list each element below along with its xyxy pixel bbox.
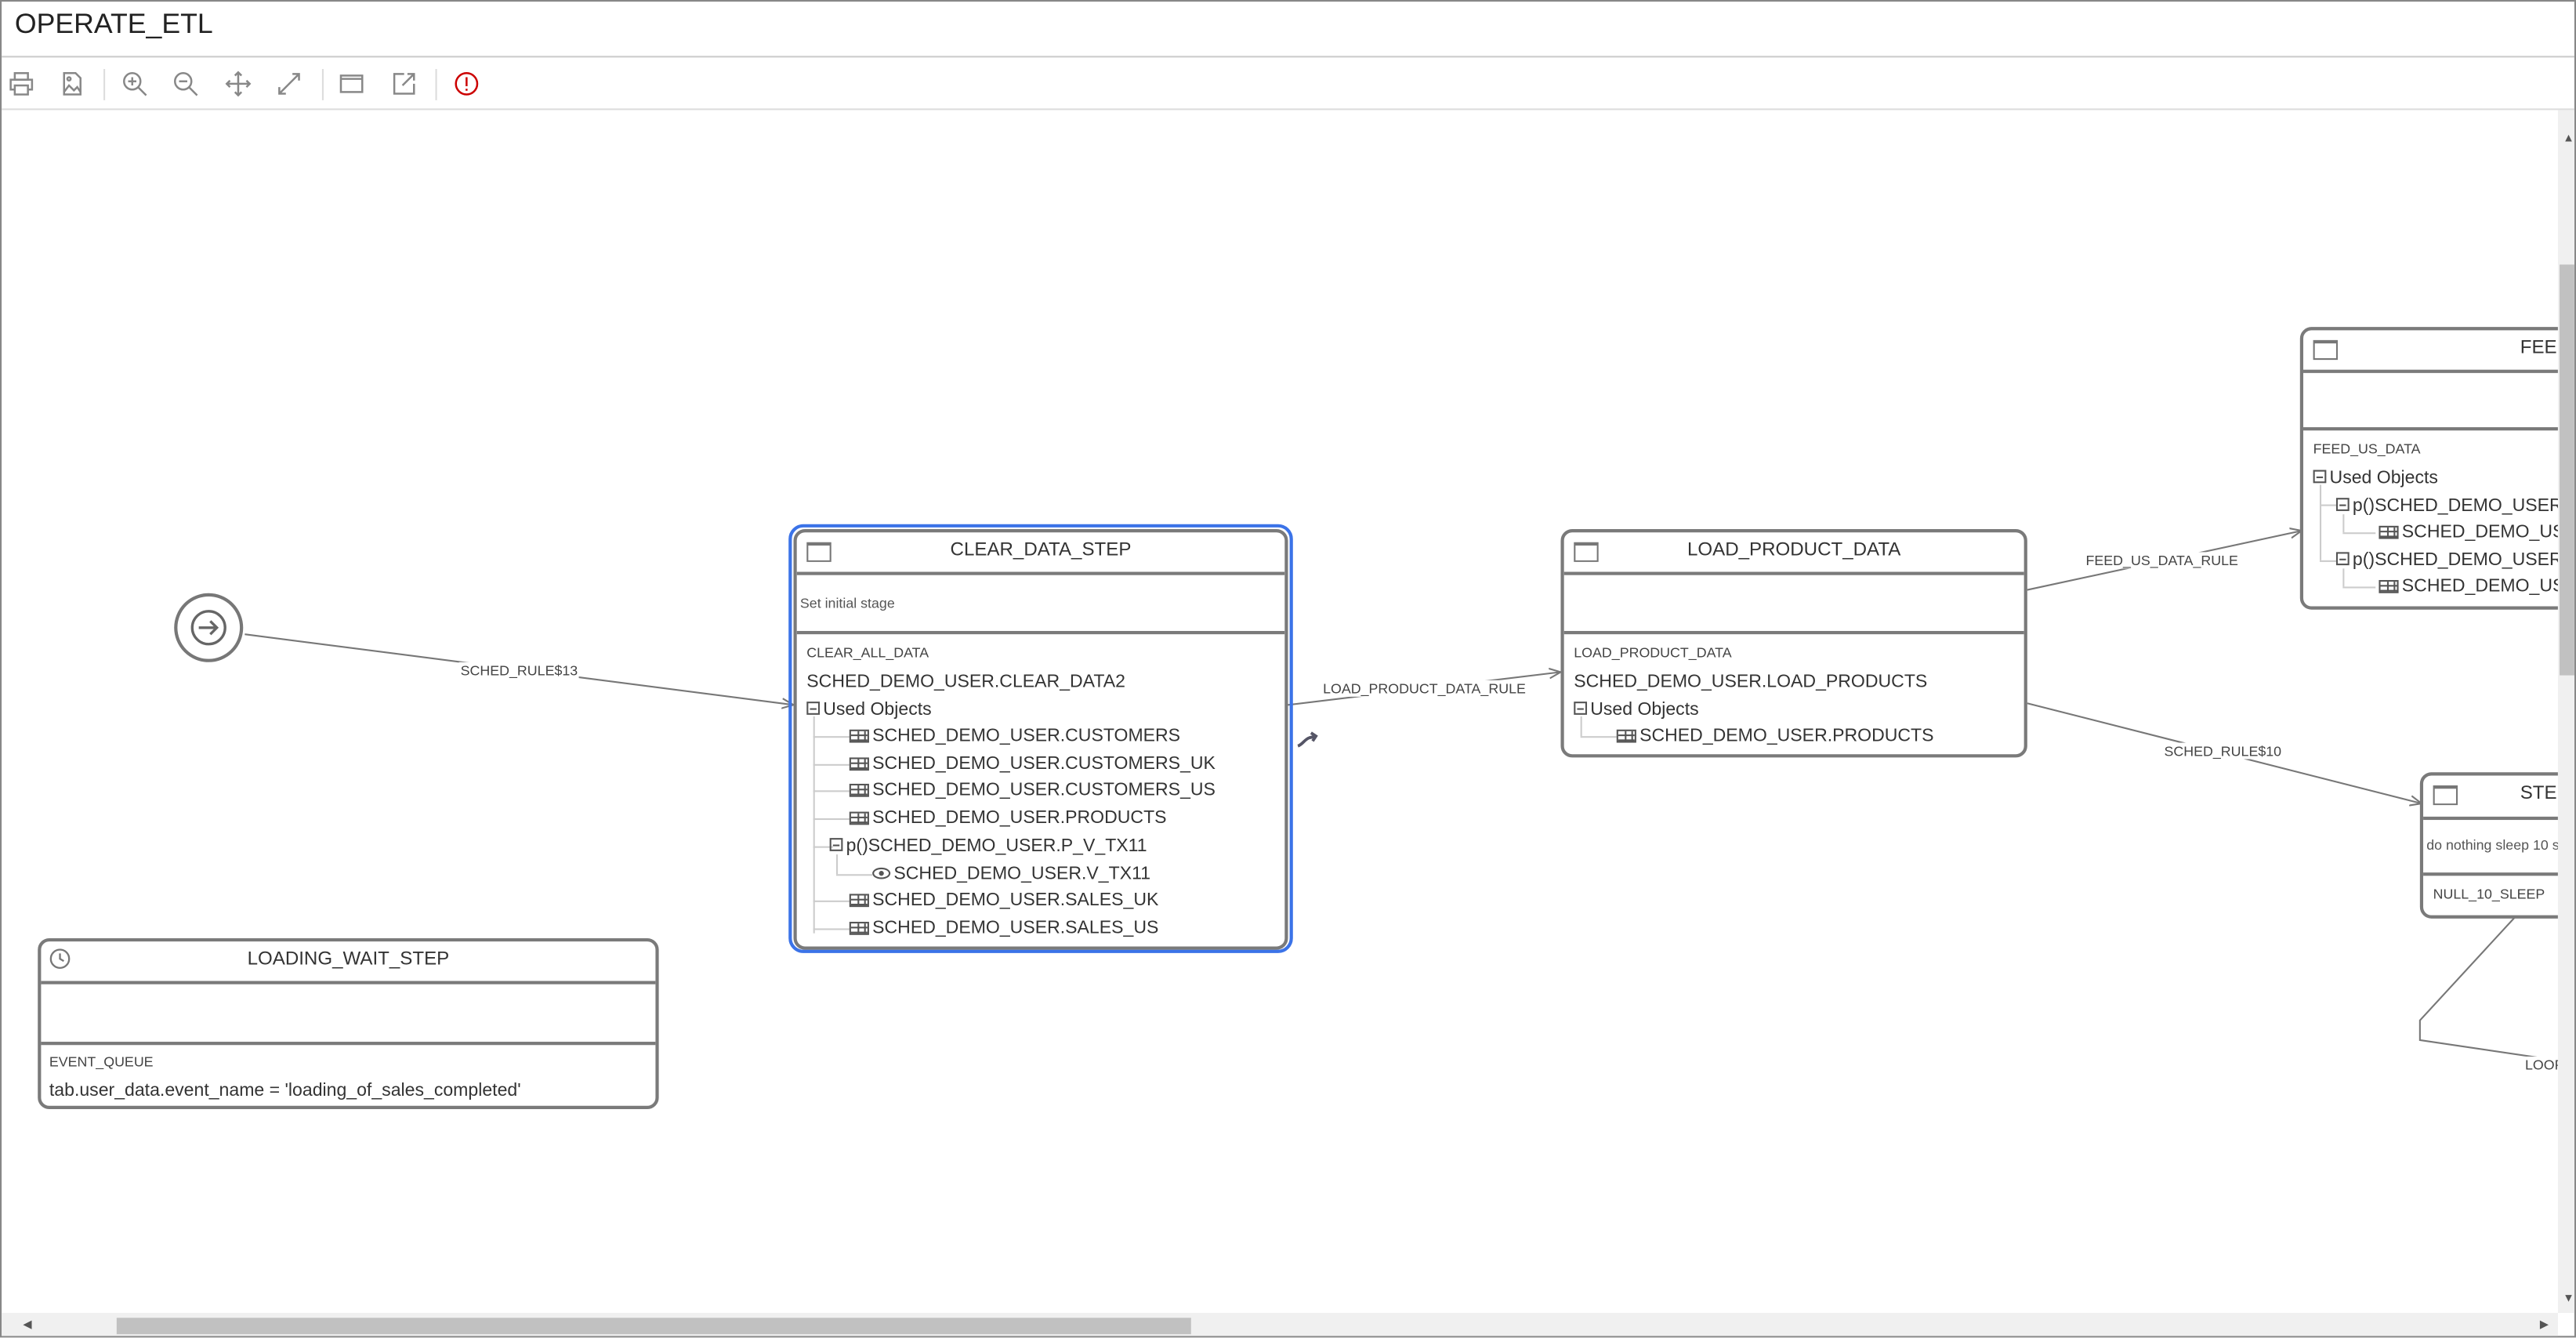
used-objects-toggle[interactable]: Used Objects — [1574, 700, 1699, 720]
window-icon — [2433, 785, 2458, 806]
node-description — [41, 981, 656, 1046]
window-icon — [2313, 339, 2339, 361]
horizontal-scroll-thumb[interactable] — [116, 1318, 1191, 1335]
collapse-icon[interactable] — [829, 838, 843, 851]
edge-handle-icon — [1297, 731, 1318, 748]
node-program: FEED_US_DATA — [2313, 440, 2421, 457]
vertical-scrollbar[interactable]: ▲ ▼ — [2557, 110, 2574, 1313]
zoom-out-icon[interactable] — [172, 71, 199, 97]
edge-label[interactable]: FEED_US_DATA_RULE — [2084, 552, 2241, 569]
fit-icon[interactable] — [276, 71, 303, 97]
node-procedure: SCHED_DEMO_USER.CLEAR_DATA2 — [806, 672, 1125, 692]
toolbar-divider — [321, 69, 324, 100]
node-program: EVENT_QUEUE — [49, 1053, 154, 1070]
node-program: NULL_10_SLEEP — [2433, 885, 2545, 902]
edge-loop — [2418, 916, 2558, 1062]
table-icon — [849, 757, 869, 771]
node-step[interactable]: STEP do nothing sleep 10 s NULL_10_SLEEP — [2419, 772, 2558, 919]
table-icon — [2379, 579, 2399, 593]
table-icon — [849, 729, 869, 743]
horizontal-scrollbar[interactable]: ◀ ▶ — [2, 1312, 2558, 1336]
tree-item-table[interactable]: SCHED_DEMO_USER.PRODUCTS — [849, 808, 1167, 829]
tree-item-package[interactable]: p()SCHED_DEMO_USER.P_V_TX11 — [829, 836, 1147, 856]
start-node[interactable] — [174, 593, 244, 662]
table-icon — [849, 894, 869, 908]
node-description: do nothing sleep 10 s — [2426, 836, 2558, 853]
window-title: OPERATE_ETL — [14, 8, 213, 40]
tree-item-view[interactable]: SCHED_DEMO_USER.V_TX11 — [872, 865, 1150, 884]
tree-item-table[interactable]: SCHED_DEMO_USER.PRODUCTS — [1616, 727, 1934, 746]
open-external-icon[interactable] — [391, 71, 418, 97]
node-title: LOAD_PRODUCT_DATA — [1687, 540, 1901, 560]
node-title: CLEAR_DATA_STEP — [950, 540, 1132, 560]
node-title: LOADING_WAIT_STEP — [247, 949, 450, 970]
table-icon — [849, 783, 869, 797]
window-icon — [1574, 542, 1599, 562]
edge-label[interactable]: LOAD_PRODUCT_DATA_RULE — [1321, 680, 1527, 697]
table-icon — [849, 922, 869, 935]
scroll-right-icon[interactable]: ▶ — [2539, 1319, 2549, 1332]
table-icon — [849, 811, 869, 825]
alert-icon[interactable] — [454, 71, 480, 97]
window-icon — [806, 542, 831, 562]
node-loading-wait-step[interactable]: LOADING_WAIT_STEP EVENT_QUEUE tab.user_d… — [38, 937, 659, 1110]
tree-item-table[interactable]: SCHED_DEMO_USER.CUSTOMERS — [849, 727, 1180, 746]
node-procedure: SCHED_DEMO_USER.LOAD_PRODUCTS — [1574, 672, 1928, 692]
edge-label[interactable]: SCHED_RULE$13 — [458, 662, 580, 679]
scroll-down-icon[interactable]: ▼ — [2563, 1293, 2574, 1305]
diagram-canvas[interactable]: SCHED_RULE$13 LOAD_PRODUCT_DATA_RULE FEE… — [2, 110, 2558, 1312]
table-icon — [1616, 729, 1636, 743]
node-clear-data-step[interactable]: CLEAR_DATA_STEP Set initial stage CLEAR_… — [793, 529, 1288, 950]
tree-item-table[interactable]: SCHED_DEMO_US — [2379, 577, 2558, 596]
toolbar-divider — [435, 69, 437, 100]
tree-item-table[interactable]: SCHED_DEMO_USER.CUSTOMERS_UK — [849, 754, 1216, 774]
table-icon — [2379, 525, 2399, 539]
used-objects-label: Used Objects — [823, 700, 932, 720]
collapse-icon[interactable] — [806, 702, 821, 715]
used-objects-toggle[interactable]: Used Objects — [806, 700, 932, 720]
selection-outline — [788, 524, 1293, 953]
pan-icon[interactable] — [225, 71, 252, 97]
toolbar-divider — [103, 69, 106, 100]
collapse-icon[interactable] — [2335, 498, 2350, 511]
scroll-left-icon[interactable]: ◀ — [23, 1319, 32, 1332]
tree-item-table[interactable]: SCHED_DEMO_USER.SALES_UK — [849, 890, 1158, 910]
used-objects-toggle[interactable]: Used Objects — [2313, 468, 2438, 488]
print-icon[interactable] — [8, 71, 34, 97]
node-description — [1563, 572, 2024, 635]
tree-item-package[interactable]: p()SCHED_DEMO_USER — [2335, 496, 2558, 516]
zoom-in-icon[interactable] — [121, 71, 148, 97]
scroll-up-icon[interactable]: ▲ — [2563, 132, 2574, 145]
node-description: Set initial stage — [799, 594, 895, 611]
export-image-icon[interactable] — [59, 71, 85, 97]
node-program: LOAD_PRODUCT_DATA — [1574, 644, 1732, 661]
tree-item-table[interactable]: SCHED_DEMO_USER.CUSTOMERS_US — [849, 781, 1216, 800]
edge-label[interactable]: LOOP — [2523, 1056, 2558, 1073]
view-icon — [872, 867, 891, 879]
node-program: CLEAR_ALL_DATA — [806, 644, 929, 661]
clock-icon — [49, 948, 71, 970]
window-icon[interactable] — [339, 71, 365, 97]
node-feed-us-data[interactable]: FEED FEED_US_DATA Used Objects p()SCHED_… — [2299, 327, 2558, 610]
collapse-icon[interactable] — [2335, 552, 2350, 566]
node-title: STEP — [2520, 783, 2558, 804]
tree-item-table[interactable]: SCHED_DEMO_US — [2379, 523, 2558, 542]
collapse-icon[interactable] — [2313, 470, 2327, 484]
node-description — [2303, 370, 2558, 431]
node-condition: tab.user_data.event_name = 'loading_of_s… — [49, 1081, 521, 1101]
node-title: FEED — [2520, 338, 2558, 358]
node-load-product-data[interactable]: LOAD_PRODUCT_DATA LOAD_PRODUCT_DATA SCHE… — [1560, 529, 2027, 758]
collapse-icon[interactable] — [1574, 702, 1588, 715]
toolbar — [2, 56, 2574, 111]
edge-label[interactable]: SCHED_RULE$10 — [2162, 742, 2284, 760]
vertical-scroll-thumb[interactable] — [2560, 264, 2574, 676]
tree-item-package[interactable]: p()SCHED_DEMO_USER — [2335, 550, 2558, 570]
tree-item-table[interactable]: SCHED_DEMO_USER.SALES_US — [849, 919, 1158, 938]
